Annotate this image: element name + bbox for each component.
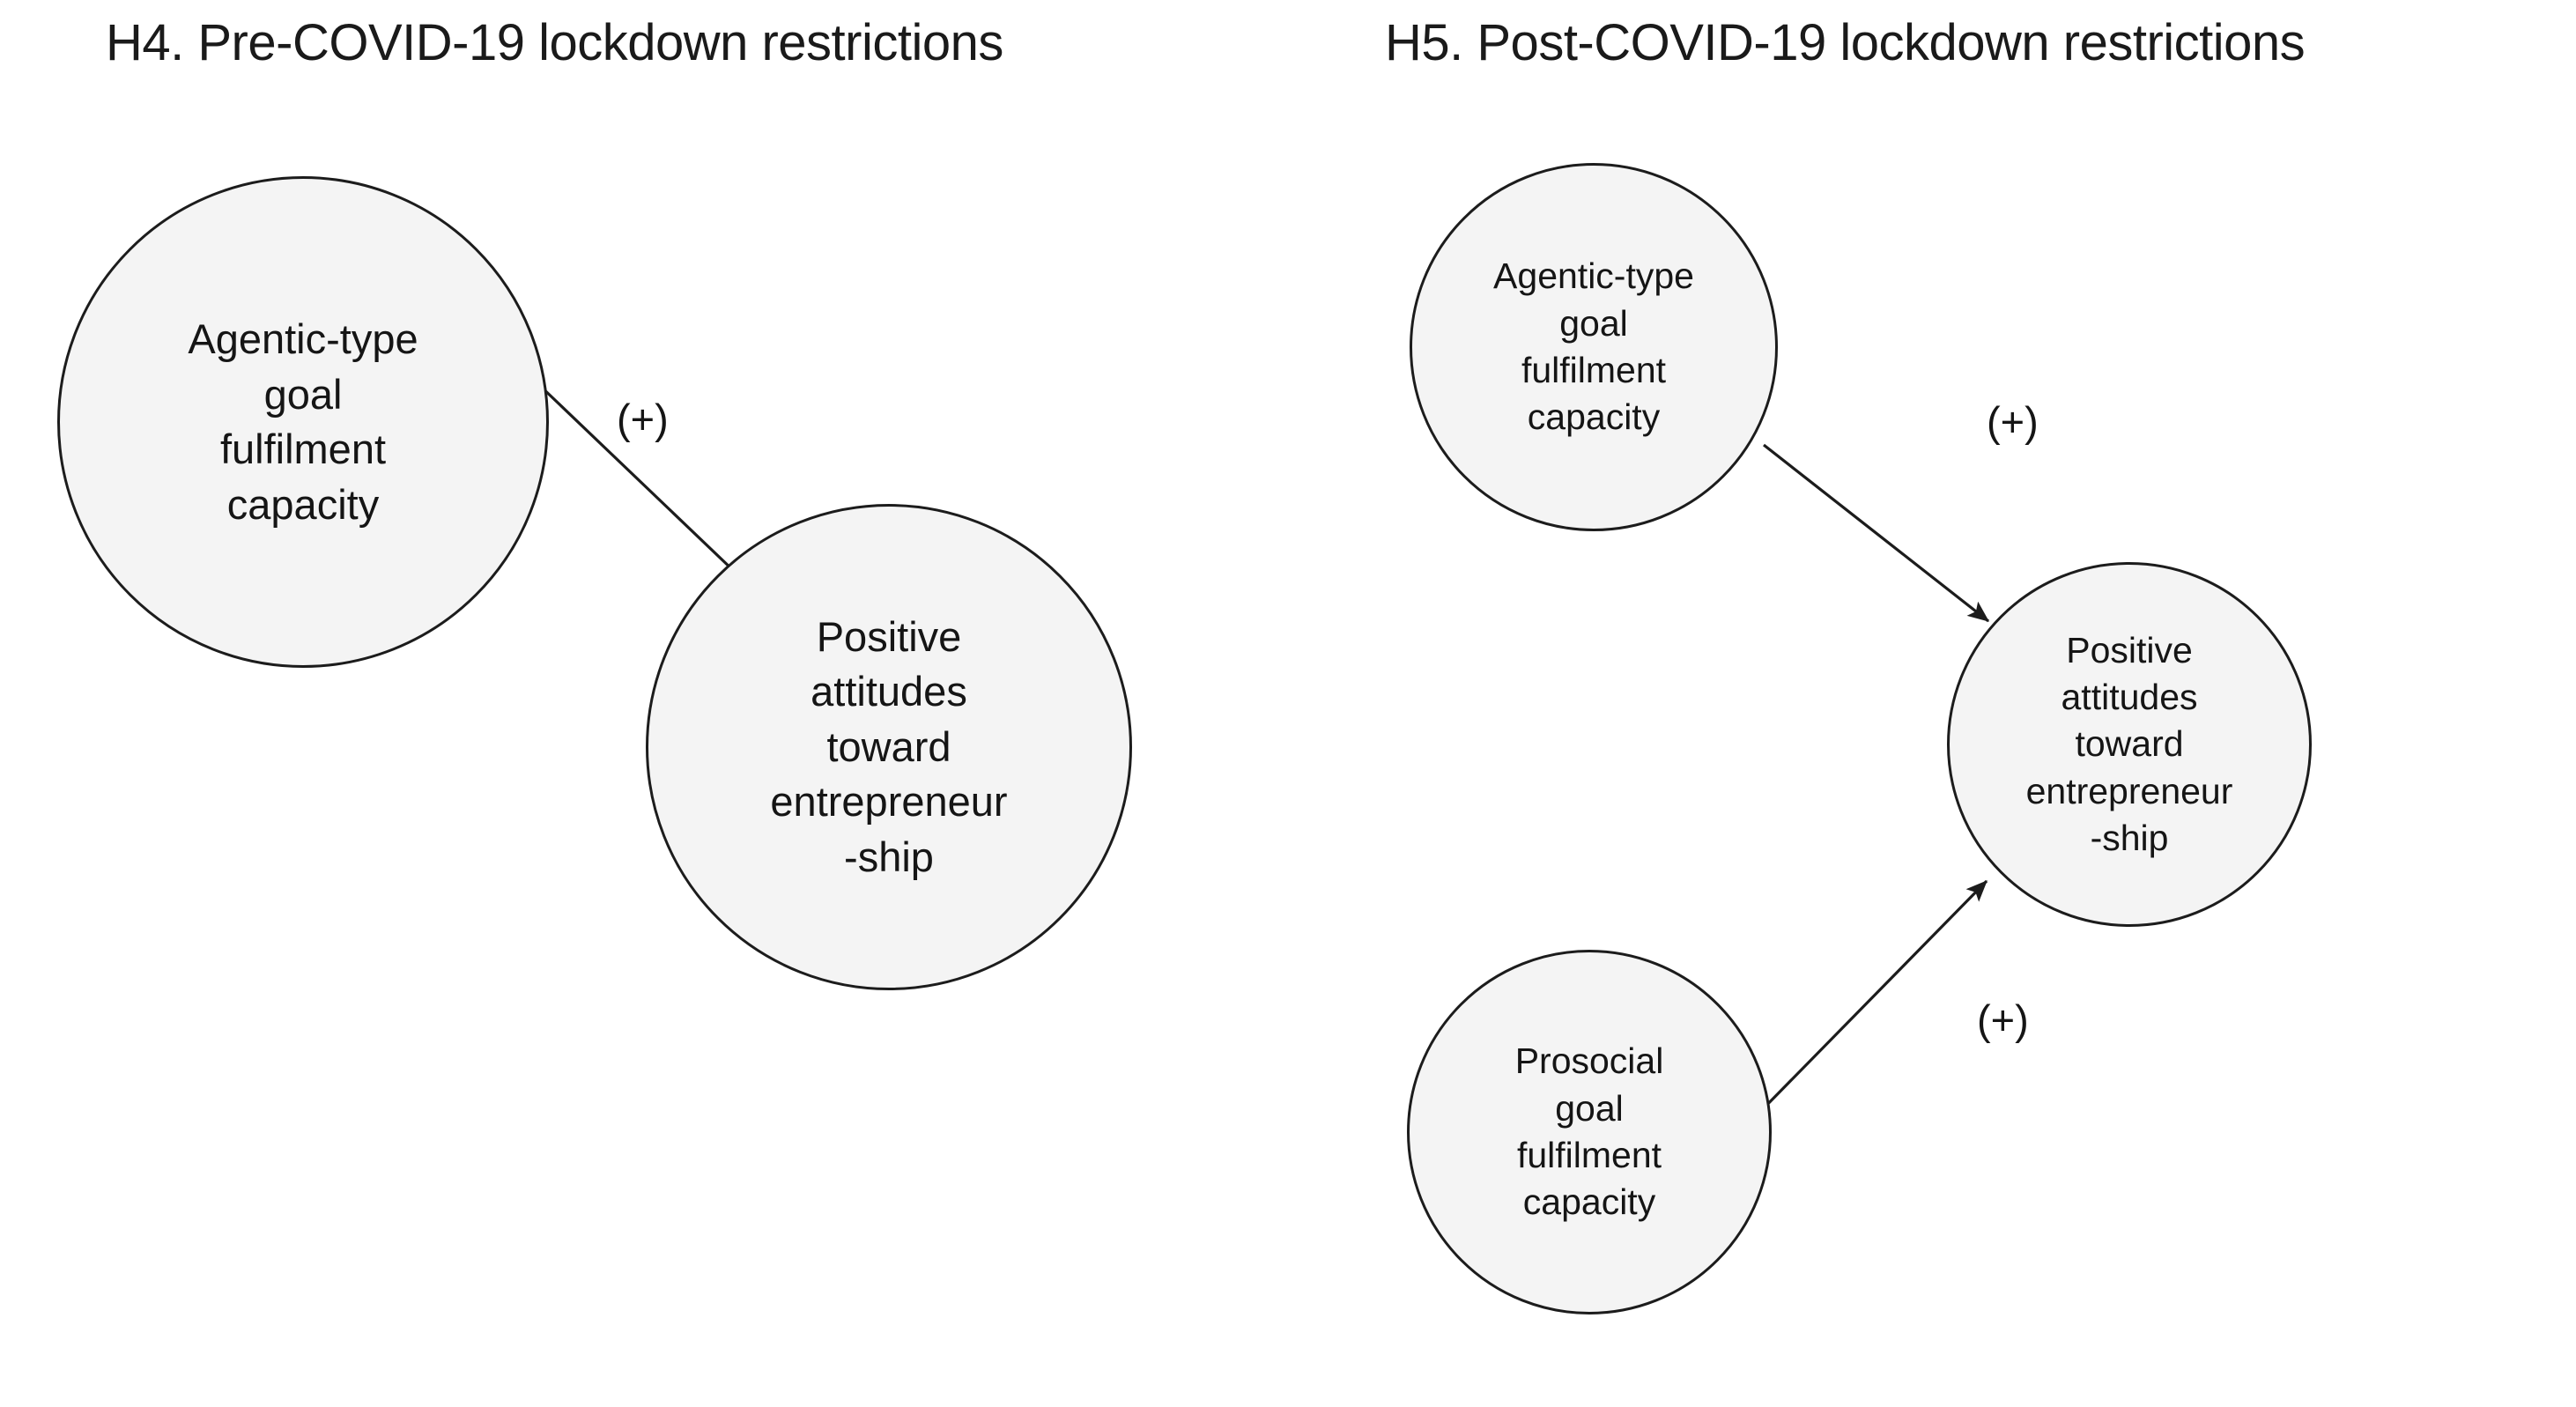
node-label: Positive attitudes toward entrepreneur -… (770, 612, 1008, 880)
node-label: Positive attitudes toward entrepreneur -… (2025, 629, 2233, 858)
node-prosocial-goal-fulfilment-capacity[interactable]: Prosocial goal fulfilment capacity (1407, 950, 1772, 1314)
node-positive-attitudes-toward-entrepreneurship[interactable]: Positive attitudes toward entrepreneur -… (646, 504, 1132, 990)
panel-h4: H4. Pre-COVID-19 lockdown restrictions A… (57, 14, 1132, 990)
node-agentic-type-goal-fulfilment-capacity[interactable]: Agentic-type goal fulfilment capacity (1410, 163, 1778, 531)
panel-h5-title: H5. Post-COVID-19 lockdown restrictions (1385, 14, 2306, 71)
edge-prosocial-to-attitude (1753, 879, 1988, 1119)
edge-label-agentic-to-attitude: (+) (1987, 398, 2039, 445)
edge-agentic-to-attitude (1763, 443, 1990, 623)
node-agentic-type-goal-fulfilment-capacity[interactable]: Agentic-type goal fulfilment capacity (57, 176, 549, 668)
node-label: Agentic-type goal fulfilment capacity (1493, 255, 1694, 438)
panel-h5: H5. Post-COVID-19 lockdown restrictions … (1288, 0, 2576, 1407)
panel-h4-title: H4. Pre-COVID-19 lockdown restrictions (106, 14, 1003, 71)
node-label: Agentic-type goal fulfilment capacity (188, 315, 418, 528)
edge-label-prosocial-to-attitude: (+) (1977, 996, 2029, 1043)
node-positive-attitudes-toward-entrepreneurship[interactable]: Positive attitudes toward entrepreneur -… (1947, 562, 2312, 927)
edge-label-agentic-to-attitude: (+) (617, 396, 669, 442)
node-label: Prosocial goal fulfilment capacity (1514, 1040, 1664, 1223)
